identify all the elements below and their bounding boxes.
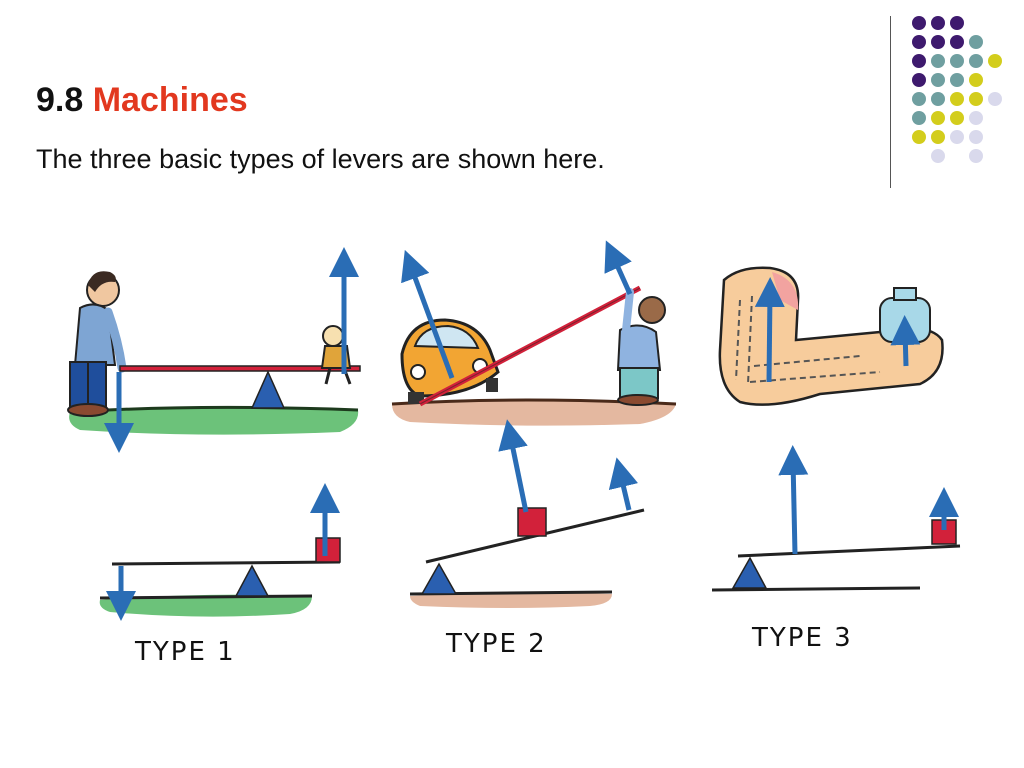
decorative-dot: [931, 149, 945, 163]
forearm-picture: [718, 266, 944, 406]
decorative-dot: [931, 16, 945, 30]
decorative-dot: [950, 16, 964, 30]
decorative-dot-grid: [912, 16, 1002, 163]
decorative-divider: [890, 16, 891, 188]
type-3-diagram: TYPE 3: [711, 445, 961, 653]
type-2-label: TYPE 2: [445, 629, 547, 659]
decorative-dot: [969, 92, 983, 106]
decorative-dot: [969, 54, 983, 68]
decorative-dot: [931, 130, 945, 144]
decorative-dot: [988, 54, 1002, 68]
decorative-dot: [950, 111, 964, 125]
type-2-diagram: TYPE 2: [409, 419, 645, 659]
decorative-dot: [969, 35, 983, 49]
car-lever-picture: [391, 240, 677, 426]
decorative-dot: [988, 92, 1002, 106]
decorative-dot: [950, 35, 964, 49]
decorative-dot: [969, 149, 983, 163]
decorative-dot: [950, 54, 964, 68]
man-figure: [67, 271, 127, 417]
seesaw-picture: [67, 247, 361, 453]
decorative-dot: [912, 54, 926, 68]
decorative-dot: [912, 35, 926, 49]
decorative-dot: [931, 73, 945, 87]
man-lifting-figure: [616, 288, 666, 406]
slide-subtitle: The three basic types of levers are show…: [36, 144, 605, 174]
decorative-dot: [950, 130, 964, 144]
title-text: Machines: [92, 81, 248, 119]
type-1-diagram: TYPE 1: [99, 483, 341, 667]
decorative-dot: [931, 54, 945, 68]
type-3-label: TYPE 3: [751, 623, 853, 653]
decorative-dot: [912, 130, 926, 144]
decorative-dot: [950, 92, 964, 106]
decorative-dot: [931, 92, 945, 106]
decorative-dot: [969, 73, 983, 87]
decorative-dot: [912, 16, 926, 30]
decorative-dot: [969, 130, 983, 144]
decorative-dot: [950, 73, 964, 87]
decorative-dot: [931, 111, 945, 125]
decorative-dot: [912, 92, 926, 106]
decorative-dot: [912, 111, 926, 125]
type-1-label: TYPE 1: [134, 637, 236, 667]
section-number: 9.8: [36, 81, 84, 119]
decorative-dot: [912, 73, 926, 87]
decorative-dot: [931, 35, 945, 49]
slide-title: 9.8 Machines: [36, 80, 248, 120]
decorative-dot: [969, 111, 983, 125]
car-figure: [400, 318, 500, 404]
